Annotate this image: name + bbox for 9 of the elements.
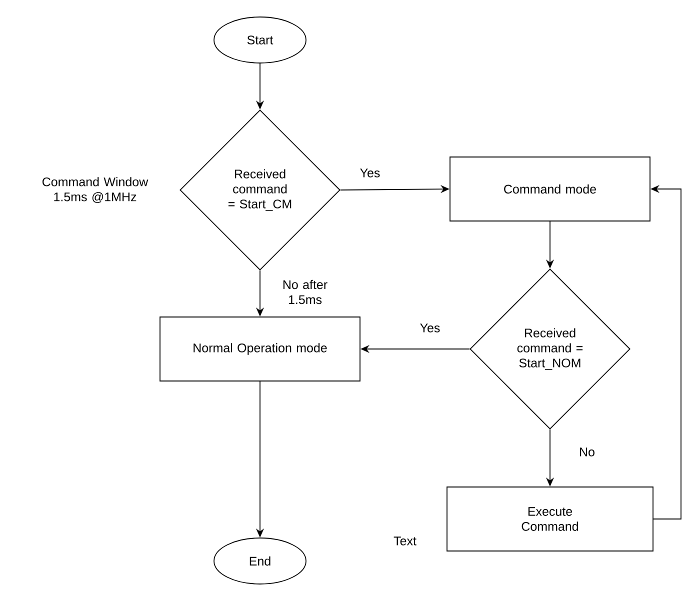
process-box: Command mode	[450, 156, 650, 222]
edge-label: Yes	[358, 168, 382, 178]
edge-label: Yes	[418, 322, 442, 334]
process-box: Execute Command	[446, 486, 654, 552]
edge-label: No after 1.5ms	[273, 278, 337, 306]
edge-label: No	[578, 446, 596, 458]
side-note: Command Window 1.5ms @1MHz	[42, 177, 148, 203]
note-text: Text	[394, 536, 416, 546]
process-box: Normal Operation mode	[160, 316, 360, 382]
